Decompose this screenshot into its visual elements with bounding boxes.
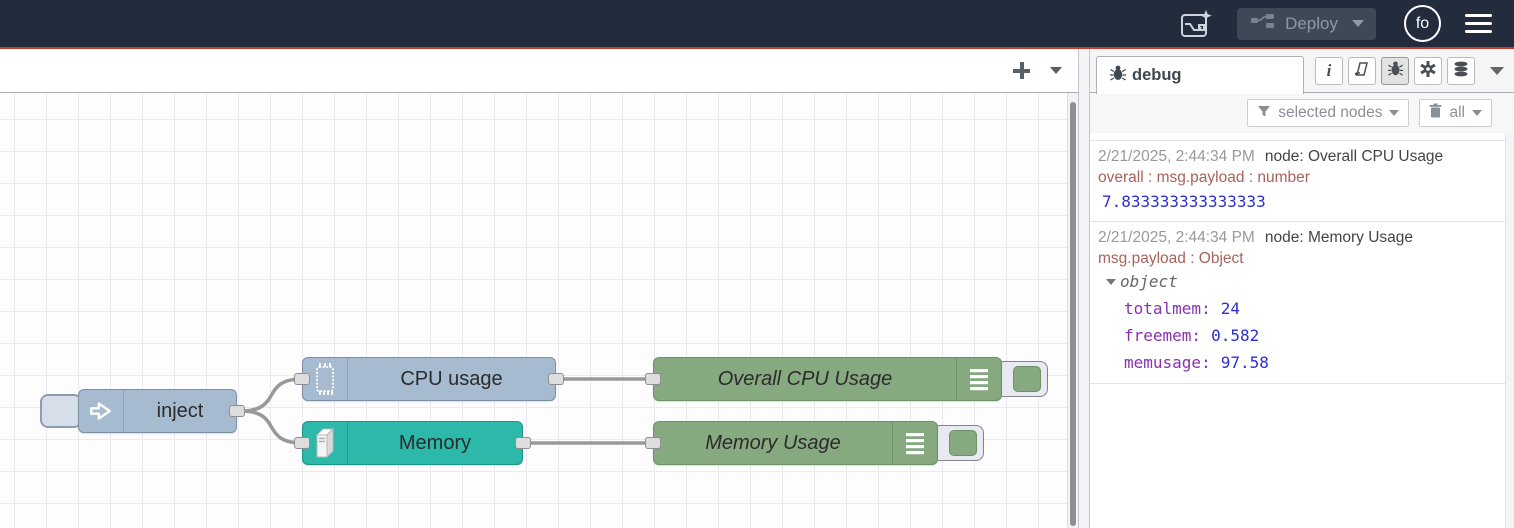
object-property[interactable]: memusage: 97.58 xyxy=(1098,349,1500,376)
filter-button[interactable]: selected nodes xyxy=(1247,99,1410,127)
flow-canvas[interactable]: inject CPU usage xyxy=(0,93,1078,528)
input-port[interactable] xyxy=(294,373,310,385)
wire[interactable] xyxy=(240,377,303,413)
message-property-path: msg.payload : Object xyxy=(1098,250,1244,267)
deploy-button-label: Deploy xyxy=(1285,13,1338,33)
property-key: totalmem: xyxy=(1124,299,1211,318)
config-tab-button[interactable] xyxy=(1414,57,1442,85)
object-property[interactable]: totalmem: 24 xyxy=(1098,295,1500,322)
gear-icon xyxy=(1419,60,1437,83)
object-expander[interactable]: object xyxy=(1098,269,1500,295)
message-value[interactable]: 7.833333333333333 xyxy=(1102,192,1266,211)
clear-caret-icon xyxy=(1472,110,1482,116)
wire-layer xyxy=(240,377,653,445)
user-avatar[interactable]: fo xyxy=(1404,5,1441,42)
clear-button-label: all xyxy=(1449,104,1465,121)
node-cpu-usage[interactable]: CPU usage xyxy=(302,357,556,401)
flow-tab-bar xyxy=(0,49,1078,93)
sidebar-scrollbar-track[interactable] xyxy=(1505,133,1514,528)
property-value: 24 xyxy=(1220,299,1240,318)
object-type-label: object xyxy=(1120,272,1178,291)
node-label: CPU usage xyxy=(400,367,503,390)
deploy-dropdown-caret-icon[interactable] xyxy=(1352,20,1364,27)
node-label: Overall CPU Usage xyxy=(717,367,893,390)
tab-debug[interactable]: debug xyxy=(1096,56,1304,94)
property-key: memusage: xyxy=(1124,353,1211,372)
output-port[interactable] xyxy=(229,405,245,417)
bug-icon xyxy=(1387,60,1404,82)
debug-toggle-frame xyxy=(996,361,1048,397)
message-timestamp: 2/21/2025, 2:44:34 PM xyxy=(1098,229,1255,246)
inject-trigger-button[interactable] xyxy=(40,394,82,428)
output-port[interactable] xyxy=(515,437,531,449)
input-port[interactable] xyxy=(645,373,661,385)
debug-toolbar: selected nodes all xyxy=(1090,93,1514,133)
debug-enable-toggle[interactable] xyxy=(949,430,977,456)
object-property[interactable]: freemem: 0.582 xyxy=(1098,322,1500,349)
workspace-column: inject CPU usage xyxy=(0,49,1078,528)
debug-tab-button[interactable] xyxy=(1381,57,1409,85)
database-icon xyxy=(1452,60,1470,83)
add-flow-button[interactable] xyxy=(1013,62,1030,79)
collapse-caret-icon[interactable] xyxy=(1106,279,1116,285)
tab-debug-label: debug xyxy=(1132,66,1182,84)
node-label: Memory xyxy=(398,431,472,454)
debug-message[interactable]: 2/21/2025, 2:44:34 PM node: Overall CPU U… xyxy=(1090,140,1514,222)
deploy-button[interactable]: Deploy xyxy=(1237,7,1376,40)
message-timestamp: 2/21/2025, 2:44:34 PM xyxy=(1098,148,1255,165)
book-icon xyxy=(1353,60,1371,83)
info-tab-button[interactable]: i xyxy=(1315,57,1343,85)
debug-message-list: 2/21/2025, 2:44:34 PM node: Overall CPU U… xyxy=(1090,133,1514,528)
input-port[interactable] xyxy=(294,437,310,449)
message-source-node[interactable]: node: Memory Usage xyxy=(1264,229,1414,246)
sidebar-splitter[interactable] xyxy=(1078,49,1090,528)
flow-sparkle-icon[interactable] xyxy=(1179,8,1213,40)
debug-enable-toggle[interactable] xyxy=(1013,366,1041,392)
property-value: 0.582 xyxy=(1211,326,1260,345)
trash-icon xyxy=(1429,103,1442,123)
message-source-node[interactable]: node: Overall CPU Usage xyxy=(1264,148,1444,165)
node-inject[interactable]: inject xyxy=(78,389,237,433)
hamburger-menu-icon[interactable] xyxy=(1465,9,1492,38)
debug-list-icon xyxy=(892,422,937,464)
server-tower-icon xyxy=(303,422,348,464)
property-value: 97.58 xyxy=(1220,353,1269,372)
node-label: Memory Usage xyxy=(705,431,841,454)
property-key: freemem: xyxy=(1124,326,1202,345)
node-memory-usage[interactable]: Memory Usage xyxy=(653,421,938,465)
context-tab-button[interactable] xyxy=(1447,57,1475,85)
cpu-chip-icon xyxy=(303,358,348,400)
info-icon: i xyxy=(1326,61,1332,80)
header-divider xyxy=(0,47,1514,49)
filter-caret-icon xyxy=(1389,110,1400,116)
flow-list-caret-icon[interactable] xyxy=(1050,67,1062,74)
node-label: inject xyxy=(156,399,204,422)
debug-sidebar: debug i xyxy=(1090,49,1514,528)
input-port[interactable] xyxy=(645,437,661,449)
message-property-path: overall : msg.payload : number xyxy=(1098,169,1310,186)
help-tab-button[interactable] xyxy=(1348,57,1376,85)
scrollbar-thumb[interactable] xyxy=(1070,102,1076,526)
wire[interactable] xyxy=(240,409,303,445)
funnel-icon xyxy=(1257,104,1271,123)
canvas-vertical-scrollbar[interactable] xyxy=(1067,93,1078,528)
clear-button[interactable]: all xyxy=(1419,99,1492,127)
node-overall-cpu-usage[interactable]: Overall CPU Usage xyxy=(653,357,1002,401)
node-memory[interactable]: Memory xyxy=(302,421,523,465)
sidebar-tab-bar: debug i xyxy=(1090,49,1514,94)
bug-icon xyxy=(1109,64,1127,87)
debug-toggle-frame xyxy=(932,425,984,461)
sidebar-options-caret-icon[interactable] xyxy=(1490,67,1504,75)
debug-list-icon xyxy=(956,358,1001,400)
filter-button-label: selected nodes xyxy=(1278,104,1383,121)
header-bar: Deploy fo xyxy=(0,0,1514,47)
output-port[interactable] xyxy=(548,373,564,385)
deploy-nodes-icon xyxy=(1251,13,1275,34)
inject-arrow-icon xyxy=(79,390,124,432)
